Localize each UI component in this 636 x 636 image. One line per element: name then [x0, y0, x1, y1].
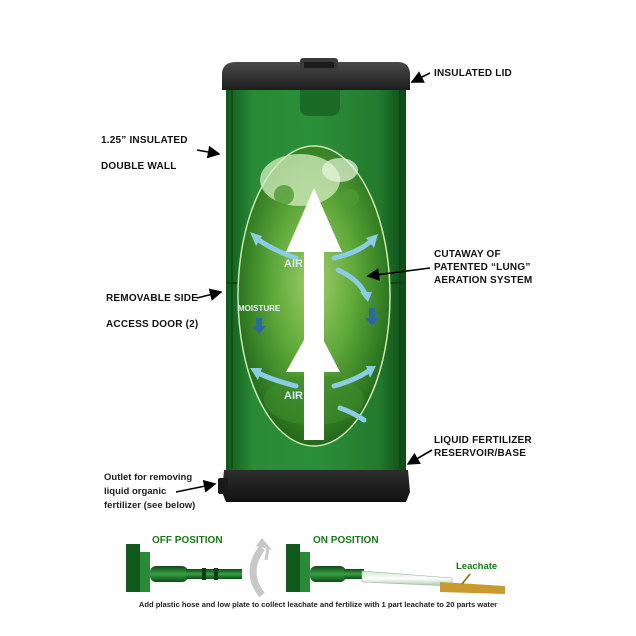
- rotate-arrow: [249, 538, 272, 598]
- label-side-door-2: ACCESS DOOR (2): [106, 319, 199, 330]
- off-position-heading: OFF POSITION: [152, 535, 223, 546]
- cutaway-air-bottom: AIR: [284, 390, 303, 402]
- leachate-tray: [440, 582, 505, 594]
- label-cutaway-1: CUTAWAY OF: [434, 249, 501, 260]
- label-cutaway-2: PATENTED “LUNG”: [434, 262, 531, 273]
- off-position-diagram: [126, 544, 242, 592]
- label-cutaway-3: AERATION SYSTEM: [434, 275, 533, 286]
- callout-lines: [175, 71, 433, 493]
- label-outlet-1: Outlet for removing: [104, 472, 193, 483]
- moisture-arrows: [252, 308, 379, 334]
- label-double-wall-1: 1.25” INSULATED: [101, 135, 188, 146]
- aeration-arrows: [250, 232, 378, 423]
- cutaway-moisture: MOISTURE: [238, 304, 281, 313]
- on-position-heading: ON POSITION: [313, 535, 379, 546]
- on-position-diagram: [286, 544, 505, 594]
- air-flow-arrow: [286, 188, 342, 440]
- insulated-lid: [222, 58, 410, 116]
- reservoir-base: [218, 470, 410, 502]
- label-outlet-3: fertilizer (see below): [104, 500, 196, 511]
- label-outlet-2: liquid organic: [104, 486, 167, 497]
- hose: [361, 570, 453, 587]
- bottom-caption: Add plastic hose and low plate to collec…: [138, 600, 498, 609]
- cutaway-air-top: AIR: [284, 258, 303, 270]
- label-insulated-lid: INSULATED LID: [434, 68, 512, 79]
- leachate-label: Leachate: [456, 561, 498, 572]
- label-double-wall-2: DOUBLE WALL: [101, 161, 177, 172]
- label-side-door-1: REMOVABLE SIDE: [106, 293, 199, 304]
- outlet-spout: [218, 478, 228, 494]
- label-reservoir-1: LIQUID FERTILIZER: [434, 435, 532, 446]
- label-reservoir-2: RESERVOIR/BASE: [434, 448, 527, 459]
